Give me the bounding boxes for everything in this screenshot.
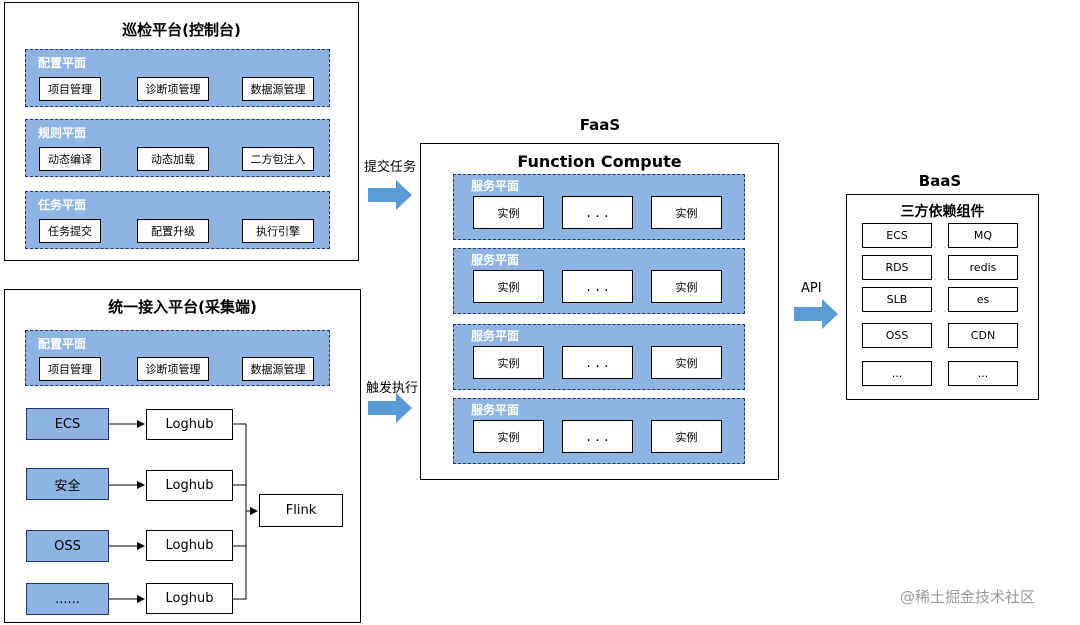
component-more-box: ...	[948, 361, 1018, 386]
instance-box: 实例	[473, 196, 544, 229]
watermark: @稀土掘金技术社区	[900, 588, 1036, 606]
component-slb-box: SLB	[862, 287, 932, 312]
loghub-box: Loghub	[146, 583, 233, 614]
loghub-box: Loghub	[146, 530, 233, 561]
inspection-rule-plane: 规则平面 动态编译 动态加载 二方包注入	[25, 119, 330, 177]
ellipsis-box: . . .	[562, 196, 633, 229]
component-rds-box: RDS	[862, 255, 932, 280]
inspection-platform: 巡检平台(控制台) 配置平面 项目管理 诊断项管理 数据源管理 规则平面 动态编…	[4, 2, 359, 261]
plane-label: 服务平面	[471, 179, 520, 193]
plane-label: 服务平面	[471, 329, 520, 343]
source-more-box: ......	[26, 583, 109, 615]
diagnosis-management-box: 诊断项管理	[137, 77, 209, 101]
service-plane: 服务平面 实例 . . . 实例	[453, 398, 745, 464]
plane-label: 服务平面	[471, 253, 520, 267]
dynamic-load-box: 动态加载	[137, 147, 209, 171]
instance-box: 实例	[651, 196, 722, 229]
api-label: API	[801, 281, 822, 296]
loghub-box: Loghub	[146, 409, 233, 440]
config-upgrade-box: 配置升级	[137, 219, 209, 243]
api-arrow	[794, 299, 838, 329]
access-config-plane: 配置平面 项目管理 诊断项管理 数据源管理	[25, 330, 330, 386]
third-party-components: 三方依赖组件 ECS MQ RDS redis SLB es OSS CDN .…	[846, 194, 1039, 400]
plane-label: 规则平面	[38, 126, 87, 140]
submit-task-label: 提交任务	[364, 160, 417, 175]
source-ecs-box: ECS	[26, 408, 109, 440]
instance-box: 实例	[473, 420, 544, 453]
submit-task-arrow	[368, 180, 412, 210]
project-management-box: 项目管理	[39, 357, 101, 381]
diagnosis-management-box: 诊断项管理	[137, 357, 209, 381]
second-party-injection-box: 二方包注入	[242, 147, 314, 171]
component-more-box: ...	[862, 361, 932, 386]
ellipsis-box: . . .	[562, 346, 633, 379]
instance-box: 实例	[473, 346, 544, 379]
flink-box: Flink	[259, 494, 343, 527]
dynamic-compile-box: 动态编译	[39, 147, 101, 171]
third-party-title: 三方依赖组件	[900, 204, 985, 220]
component-ecs-box: ECS	[862, 223, 932, 248]
component-cdn-box: CDN	[948, 323, 1018, 348]
execution-engine-box: 执行引擎	[242, 219, 314, 243]
component-oss-box: OSS	[862, 323, 932, 348]
ellipsis-box: . . .	[562, 420, 633, 453]
ellipsis-box: . . .	[562, 270, 633, 303]
service-plane: 服务平面 实例 . . . 实例	[453, 324, 745, 390]
instance-box: 实例	[651, 420, 722, 453]
loghub-box: Loghub	[146, 470, 233, 501]
trigger-execution-arrow	[368, 393, 412, 423]
instance-box: 实例	[651, 270, 722, 303]
inspection-platform-title: 巡检平台(控制台)	[122, 21, 241, 39]
source-security-box: 安全	[26, 468, 109, 500]
source-oss-box: OSS	[26, 530, 109, 562]
faas-title: FaaS	[579, 116, 621, 134]
service-plane: 服务平面 实例 . . . 实例	[453, 248, 745, 314]
inspection-config-plane: 配置平面 项目管理 诊断项管理 数据源管理	[25, 49, 330, 107]
trigger-execution-label: 触发执行	[366, 381, 419, 396]
plane-label: 配置平面	[38, 337, 87, 351]
component-es-box: es	[948, 287, 1018, 312]
service-plane: 服务平面 实例 . . . 实例	[453, 174, 745, 240]
function-compute-title: Function Compute	[517, 152, 682, 171]
component-redis-box: redis	[948, 255, 1018, 280]
plane-label: 任务平面	[38, 198, 87, 212]
access-platform-title: 统一接入平台(采集端)	[108, 298, 257, 316]
instance-box: 实例	[651, 346, 722, 379]
component-mq-box: MQ	[948, 223, 1018, 248]
baas-title: BaaS	[918, 172, 962, 190]
task-submit-box: 任务提交	[39, 219, 101, 243]
access-platform: 统一接入平台(采集端) 配置平面 项目管理 诊断项管理 数据源管理	[4, 289, 361, 623]
inspection-task-plane: 任务平面 任务提交 配置升级 执行引擎	[25, 191, 330, 249]
plane-label: 服务平面	[471, 403, 520, 417]
project-management-box: 项目管理	[39, 77, 101, 101]
datasource-management-box: 数据源管理	[242, 357, 314, 381]
datasource-management-box: 数据源管理	[242, 77, 314, 101]
instance-box: 实例	[473, 270, 544, 303]
plane-label: 配置平面	[38, 56, 87, 70]
function-compute: Function Compute 服务平面 实例 . . . 实例 服务平面 实…	[420, 143, 779, 480]
